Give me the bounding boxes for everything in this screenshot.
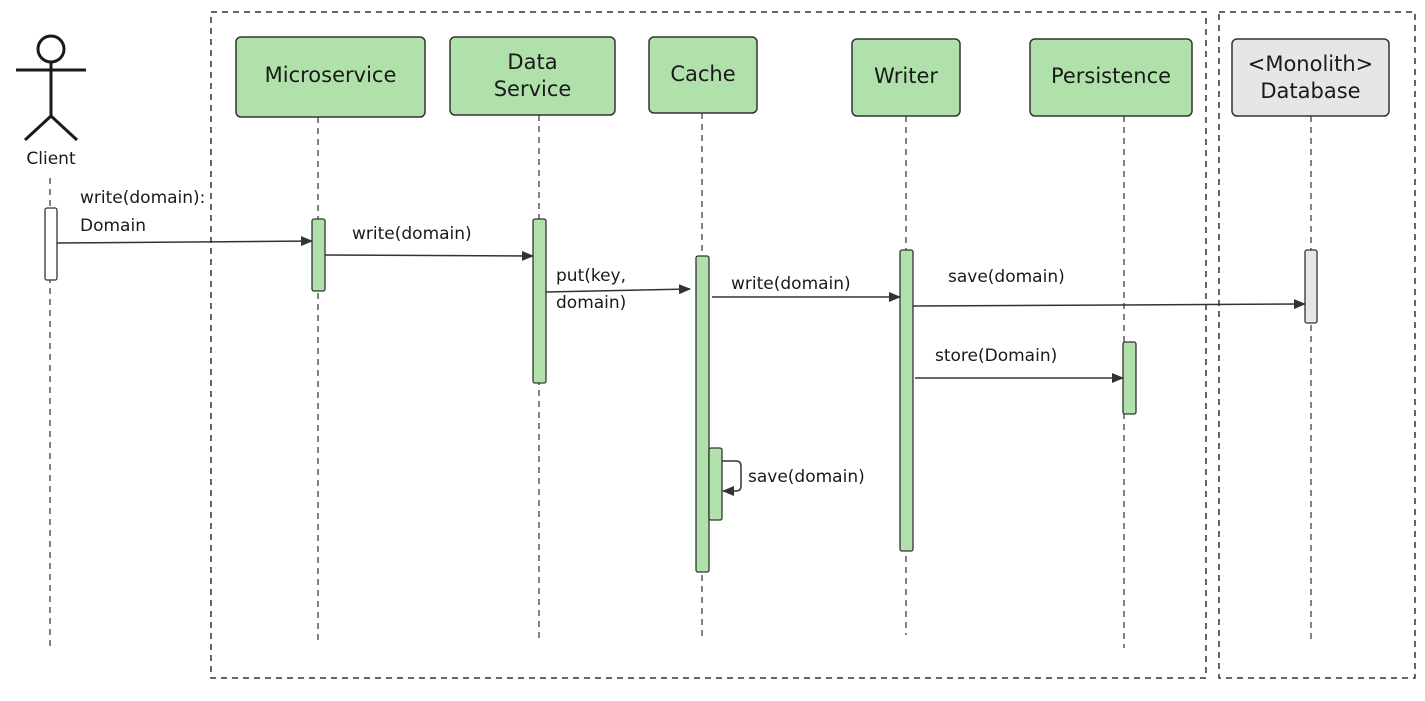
- monolith-boundary-frame: [1218, 11, 1416, 679]
- microservice-activation: [311, 218, 326, 292]
- message-ds-put-label-line1: put(key,: [556, 266, 626, 286]
- message-client-write-arrow: [56, 236, 313, 247]
- message-ms-write-arrow: [324, 250, 534, 261]
- client-actor-icon: [16, 34, 86, 142]
- message-writer-store: store(Domain): [915, 346, 1124, 383]
- cache-label: Cache: [670, 62, 735, 86]
- participant-database: <Monolith> Database: [1231, 38, 1390, 117]
- data-service-activation: [532, 218, 547, 384]
- message-writer-save: save(domain): [912, 267, 1306, 310]
- message-client-write-label-line1: write(domain):: [80, 188, 205, 208]
- message-client-write: write(domain): Domain: [56, 188, 313, 247]
- participant-cache: Cache: [648, 36, 758, 114]
- participant-writer: Writer: [851, 38, 961, 117]
- message-ds-put: put(key, domain): [545, 266, 691, 313]
- cache-activation: [695, 255, 710, 573]
- message-ms-write-label: write(domain): [352, 224, 472, 244]
- database-label-line1: <Monolith>: [1248, 52, 1374, 76]
- message-client-write-label-line2: Domain: [80, 216, 146, 236]
- persistence-label: Persistence: [1051, 64, 1171, 88]
- writer-label: Writer: [874, 64, 938, 88]
- client-activation: [44, 207, 58, 281]
- message-cache-write-label: write(domain): [731, 274, 851, 294]
- message-cache-write: write(domain): [712, 274, 901, 302]
- participant-persistence: Persistence: [1029, 38, 1193, 117]
- database-activation: [1304, 249, 1318, 324]
- cache-nested-activation: [708, 447, 723, 521]
- data-service-label-line2: Service: [494, 77, 572, 101]
- message-cache-self-save: save(domain): [722, 460, 865, 496]
- writer-activation: [899, 249, 914, 552]
- persistence-activation: [1122, 341, 1137, 415]
- participant-data-service: Data Service: [449, 36, 616, 116]
- message-cache-self-save-label: save(domain): [748, 467, 865, 487]
- data-service-label-line1: Data: [507, 50, 557, 74]
- participant-microservice: Microservice: [235, 36, 426, 118]
- message-writer-store-label: store(Domain): [935, 346, 1057, 366]
- message-cache-self-save-arrow: [722, 460, 742, 496]
- message-ds-put-arrow: [545, 284, 691, 295]
- message-ds-put-label-line2: domain): [556, 293, 626, 313]
- message-ms-write: write(domain): [324, 224, 534, 261]
- system-boundary-frame: [210, 11, 1207, 679]
- message-writer-save-arrow: [912, 299, 1306, 310]
- message-writer-save-label: save(domain): [948, 267, 1065, 287]
- microservice-label: Microservice: [265, 63, 397, 87]
- client-actor-label: Client: [26, 149, 76, 169]
- database-label-line2: Database: [1260, 79, 1360, 103]
